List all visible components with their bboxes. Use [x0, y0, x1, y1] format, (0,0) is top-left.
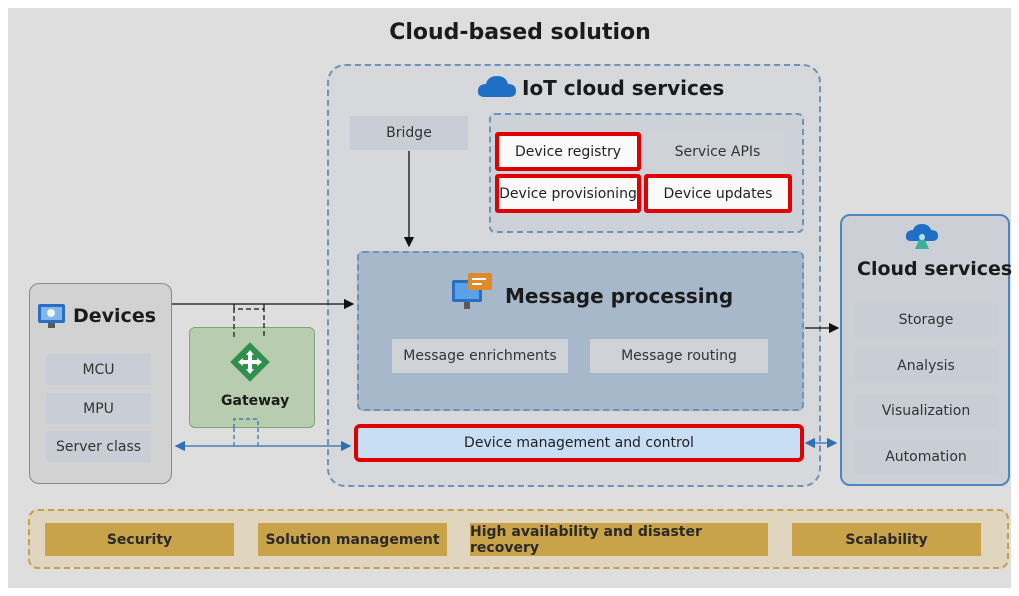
gateway-uplink-dashed: [233, 308, 265, 337]
message-processing-group: [357, 251, 804, 411]
high-availability-box: High availability and disaster recovery: [470, 523, 768, 556]
device-registry-box: Device registry: [495, 132, 641, 171]
diagram-title: Cloud-based solution: [389, 20, 651, 45]
gateway-downlink-dashed: [233, 418, 259, 446]
solution-management-box: Solution management: [258, 523, 447, 556]
devices-icon: [38, 304, 65, 328]
devices-title: Devices: [73, 305, 157, 327]
service-apis-box: Service APIs: [646, 134, 789, 169]
cloud-services-title: Cloud services: [857, 258, 1013, 280]
bridge-box: Bridge: [350, 116, 468, 150]
message-enrichments-box: Message enrichments: [392, 339, 568, 373]
security-box: Security: [45, 523, 234, 556]
device-management-box: Device management and control: [354, 424, 804, 462]
iot-cloud-services-title: IoT cloud services: [522, 76, 725, 100]
message-icon: [452, 273, 492, 309]
gateway-icon: [230, 342, 270, 382]
device-item-server-class: Server class: [46, 431, 151, 462]
cloud-item-storage: Storage: [855, 303, 997, 337]
device-provisioning-box: Device provisioning: [495, 174, 641, 213]
cloud-icon: [477, 76, 516, 97]
device-item-mpu: MPU: [46, 393, 151, 424]
cloud-item-visualization: Visualization: [855, 394, 997, 428]
cloud-item-automation: Automation: [855, 440, 997, 474]
device-updates-box: Device updates: [644, 174, 792, 213]
gateway-label: Gateway: [221, 393, 290, 409]
device-item-mcu: MCU: [46, 354, 151, 385]
message-processing-title: Message processing: [505, 284, 734, 308]
scalability-box: Scalability: [792, 523, 981, 556]
message-routing-box: Message routing: [590, 339, 768, 373]
cloud-services-icon: [905, 224, 938, 249]
cloud-item-analysis: Analysis: [855, 349, 997, 383]
